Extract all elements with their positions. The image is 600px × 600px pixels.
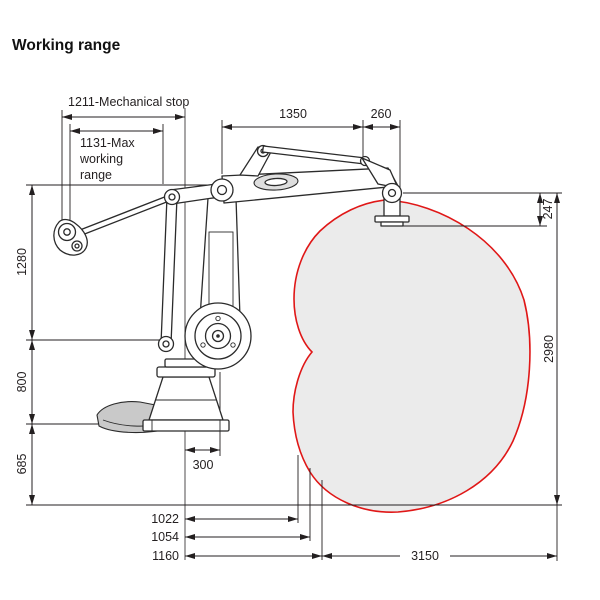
dim-label-3150: 3150 [411,549,439,563]
robot-parallel-link [160,196,178,345]
robot-base [142,358,230,432]
dim-label-2980: 2980 [542,335,556,363]
working-envelope [292,199,531,513]
dim-label-max-range-3: range [80,168,112,182]
dim-label-1022: 1022 [151,512,179,526]
robot-arm-tip [53,218,88,256]
robot-main-joint [184,302,252,370]
dimension-labels: 1211-Mechanical stop 1131-Max working ra… [15,95,556,563]
robot-rear-link [69,192,175,241]
dim-label-247: 247 [541,199,555,220]
robot-arm-drawing [53,144,410,434]
dim-label-1160: 1160 [152,549,179,563]
robot-upper-arm [221,144,399,204]
robot-lower-arm [199,197,241,319]
dim-label-1280: 1280 [15,248,29,276]
dim-label-260: 260 [371,107,392,121]
dim-label-1054: 1054 [151,530,179,544]
dim-label-685: 685 [15,454,29,475]
dim-label-1350: 1350 [279,107,307,121]
page-title: Working range [12,37,121,54]
dim-label-mechanical-stop: 1211-Mechanical stop [68,95,189,109]
dim-label-300: 300 [193,458,214,472]
dim-label-max-range-2: working [79,152,123,166]
dimension-lines [29,114,560,559]
dim-label-max-range-1: 1131-Max [80,136,135,150]
robot-wrist [361,157,410,227]
dim-label-800: 800 [15,372,29,393]
